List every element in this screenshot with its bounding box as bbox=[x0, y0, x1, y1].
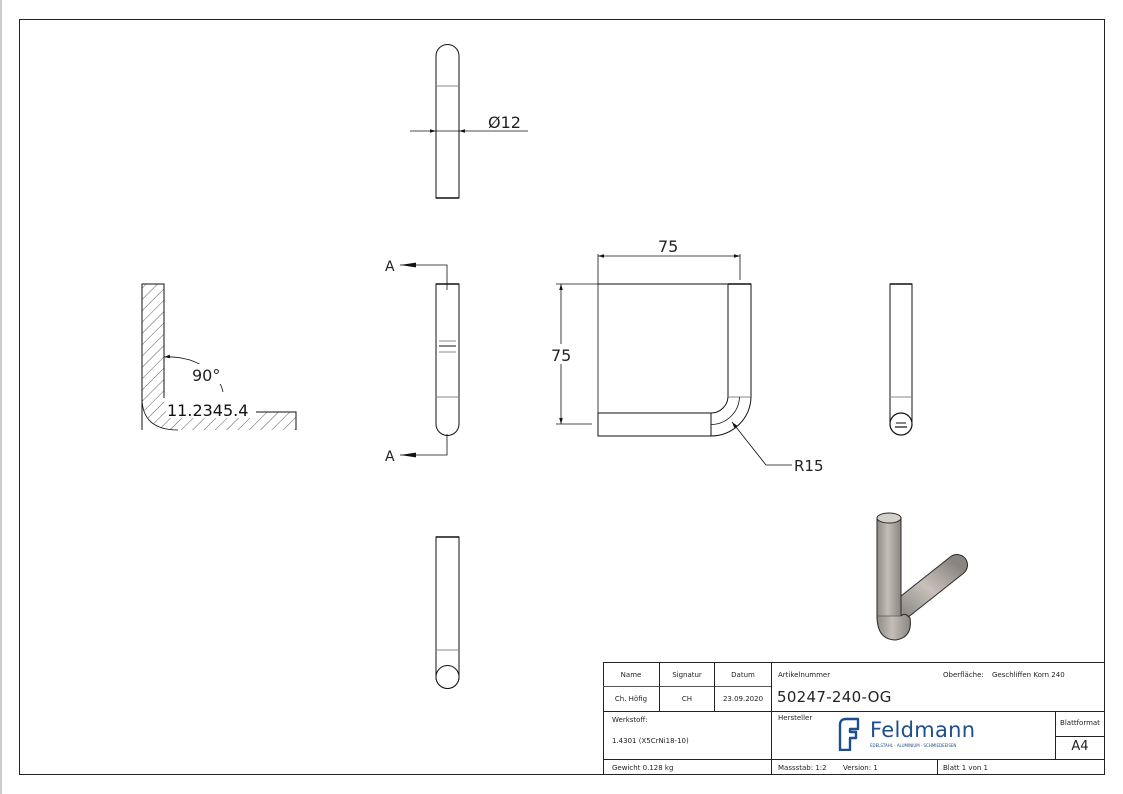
height-dimension: 75 bbox=[551, 346, 571, 365]
material-label: Werkstoff: bbox=[612, 716, 648, 724]
isometric-model-view bbox=[876, 512, 968, 641]
weight: Gewicht 0.128 kg bbox=[612, 764, 674, 772]
author-name: Ch. Höfig bbox=[614, 695, 648, 703]
title-block-grid bbox=[603, 662, 1105, 775]
angle-dimension: 90° bbox=[192, 366, 220, 385]
author-signature: CH bbox=[681, 695, 693, 703]
sheet-format-value: A4 bbox=[1071, 739, 1089, 754]
surface-label: Oberfläche: bbox=[943, 671, 984, 679]
manufacturer-label: Hersteller bbox=[778, 714, 813, 722]
right-view bbox=[889, 283, 913, 436]
material-value: 1.4301 (X5CrNi18-10) bbox=[612, 737, 689, 745]
version: Version: 1 bbox=[843, 764, 878, 772]
feldmann-logo: Feldmann EDELSTAHL · ALUMINIUM · SCHMIED… bbox=[837, 717, 977, 753]
article-number: 50247-240-OG bbox=[777, 688, 892, 706]
article-number-label: Artikelnummer bbox=[778, 671, 831, 679]
top-view: Ø12 bbox=[410, 44, 528, 199]
section-annotation: 11.2345.4 bbox=[167, 401, 248, 420]
diameter-dimension: Ø12 bbox=[488, 113, 521, 132]
logo-wordmark: Feldmann bbox=[870, 718, 976, 742]
radius-dimension: R15 bbox=[794, 457, 824, 475]
logo-tagline: EDELSTAHL · ALUMINIUM · SCHMIEDEEISEN bbox=[870, 743, 957, 748]
width-dimension: 75 bbox=[658, 237, 678, 256]
sheet-number: Blatt 1 von 1 bbox=[943, 764, 988, 772]
surface-value: Geschliffen Korn 240 bbox=[992, 671, 1065, 679]
sheet-format-label: Blattformat bbox=[1060, 719, 1100, 727]
feldmann-f-icon bbox=[838, 717, 860, 751]
bottom-view bbox=[435, 536, 460, 689]
drawing-frame bbox=[19, 19, 1105, 775]
header-date: Datum bbox=[731, 671, 755, 679]
side-view: A A bbox=[385, 259, 460, 465]
drawing-date: 23.09.2020 bbox=[722, 695, 764, 703]
header-signature: Signatur bbox=[672, 671, 702, 679]
section-label-bottom: A bbox=[385, 449, 395, 465]
section-label-top: A bbox=[385, 259, 395, 275]
scale: Massstab: 1:2 bbox=[778, 764, 827, 772]
header-name: Name bbox=[620, 671, 642, 679]
front-view: 75 75 R15 bbox=[551, 237, 824, 475]
section-view: 90° 11.2345.4 bbox=[141, 283, 297, 431]
